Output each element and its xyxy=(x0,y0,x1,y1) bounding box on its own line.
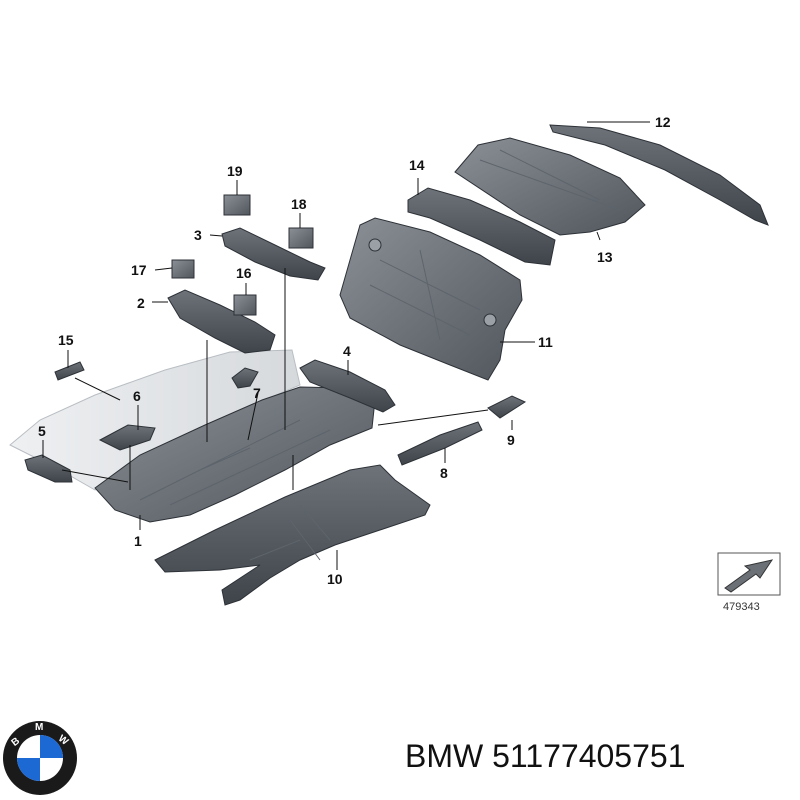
leader-7 xyxy=(247,392,259,441)
part-3-upper-rail xyxy=(221,227,326,281)
part-11-hole xyxy=(368,238,382,252)
part-10-tunnel-frame xyxy=(154,464,431,606)
callout-15: 15 xyxy=(58,332,74,348)
callout-18: 18 xyxy=(291,196,307,212)
reference-number: 479343 xyxy=(723,601,760,613)
floor-ghost-shape xyxy=(9,349,301,491)
part-18-bracket xyxy=(288,227,314,249)
part-10-detail-lines xyxy=(249,504,331,561)
part-5-plate xyxy=(24,454,73,483)
callout-7: 7 xyxy=(253,385,261,401)
caption-brand: BMW xyxy=(405,738,484,774)
callout-9: 9 xyxy=(507,432,515,448)
part-13-parcel-shelf xyxy=(454,137,646,236)
callout-13: 13 xyxy=(597,249,613,265)
callout-17: 17 xyxy=(131,262,147,278)
callout-5: 5 xyxy=(38,423,46,439)
part-8-strip xyxy=(397,421,483,466)
legend-arrow-icon xyxy=(724,559,774,593)
callout-11: 11 xyxy=(538,334,553,350)
part-2-bracket-rail xyxy=(167,289,276,354)
leader-3 xyxy=(209,234,223,237)
callout-4: 4 xyxy=(343,343,351,359)
part-15-clip xyxy=(54,361,85,381)
callout-14: 14 xyxy=(409,157,425,173)
bmw-logo-blue-quadrant-2 xyxy=(17,758,40,781)
part-9-bracket xyxy=(487,395,527,419)
part-13-detail-lines xyxy=(479,149,621,211)
callout-12: 12 xyxy=(655,114,671,130)
bmw-logo-blue-quadrant-1 xyxy=(40,735,63,758)
part-caption: BMW 51177405751 xyxy=(405,738,685,775)
part-4-side-member xyxy=(299,359,396,413)
part-11-hole-2 xyxy=(483,313,497,327)
leader-17 xyxy=(154,267,173,271)
part-6-plate xyxy=(98,424,156,451)
leader-13 xyxy=(596,231,601,241)
leader-15-floor xyxy=(74,377,121,401)
bmw-logo-letter-m: M xyxy=(35,722,43,733)
leader-5-floor xyxy=(61,469,129,483)
callout-1: 1 xyxy=(134,533,142,549)
part-19-bracket xyxy=(223,194,251,216)
part-14-cross-bar xyxy=(407,187,556,266)
leader-lines xyxy=(42,121,650,570)
callout-2: 2 xyxy=(137,295,145,311)
callout-19: 19 xyxy=(227,163,243,179)
part-11-detail-lines xyxy=(369,249,481,341)
callout-3: 3 xyxy=(194,227,202,243)
part-1-detail-lines xyxy=(139,419,331,506)
callout-10: 10 xyxy=(327,571,343,587)
part-17-bracket xyxy=(171,259,195,279)
callout-8: 8 xyxy=(440,465,448,481)
callout-16: 16 xyxy=(236,265,252,281)
bmw-logo: B M W xyxy=(3,721,77,795)
part-7-bracket xyxy=(231,367,259,389)
leader-9-floor xyxy=(377,409,489,426)
part-16-bracket xyxy=(233,294,257,316)
callout-6: 6 xyxy=(133,388,141,404)
callout-labels: 1 2 3 4 5 6 7 8 9 10 11 12 13 14 15 16 1… xyxy=(38,114,671,587)
part-12-rear-cross-member xyxy=(549,124,769,226)
caption-part-number: 51177405751 xyxy=(492,738,686,774)
reference-legend: 479343 xyxy=(717,552,781,613)
